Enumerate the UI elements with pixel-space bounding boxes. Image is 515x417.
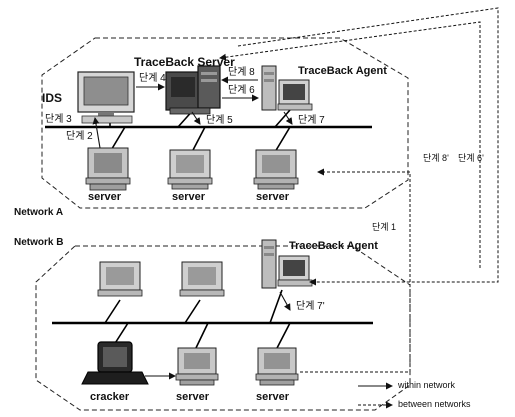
traceback-agent-b-icon: [261, 239, 313, 289]
traceback-agent-a-icon: [261, 65, 313, 111]
traceback-server-label: TraceBack Server: [134, 55, 235, 69]
legend-within-label: within network: [398, 380, 456, 390]
step2-label: 단계 2: [66, 131, 93, 142]
step1-label: 단계 1: [372, 222, 397, 232]
network-b-boundary: [35, 245, 411, 411]
bus-drop: [274, 109, 291, 128]
network-a-label: Network A: [14, 207, 64, 218]
arrow-step7: [283, 111, 293, 125]
server-a3-label: server: [256, 191, 290, 203]
step7-label: 단계 7: [298, 115, 325, 126]
step6-label: 단계 6: [228, 85, 255, 96]
bus-drop: [184, 299, 201, 324]
step6p-label: 단계 6': [458, 153, 484, 163]
dashed-path-step8p: [219, 21, 481, 268]
ids-label: IDS: [42, 91, 63, 105]
arrow-step2: [92, 117, 101, 149]
bus-drop: [104, 299, 121, 324]
step8p-label: 단계 8': [423, 153, 449, 163]
traceback-server-icon: [165, 65, 221, 115]
server-a2-icon: [167, 149, 213, 190]
arrow-step7p: [279, 291, 291, 311]
step4-label: 단계 4: [139, 73, 166, 84]
step5-label: 단계 5: [206, 115, 233, 126]
server-a1-label: server: [88, 191, 122, 203]
step7p-label: 단계 7': [296, 301, 325, 312]
bus-drop: [275, 322, 291, 351]
dashed-path-step6p: [237, 7, 499, 286]
server-b2-icon: [255, 347, 299, 386]
bus-drop: [269, 289, 283, 324]
bus-drop: [194, 322, 209, 351]
cracker-laptop-icon: [81, 341, 149, 385]
server-b1-label: server: [176, 391, 210, 403]
step3-label: 단계 3: [45, 114, 72, 125]
arrow-step5: [191, 111, 201, 125]
host-b2-icon: [179, 261, 225, 297]
network-b-label: Network B: [14, 237, 64, 248]
server-a2-label: server: [172, 191, 206, 203]
host-b1-icon: [97, 261, 143, 297]
traceback-agent-a-label: TraceBack Agent: [298, 65, 387, 77]
server-a1-icon: [85, 147, 131, 191]
bus-drop: [274, 126, 291, 153]
ids-computer-icon: [77, 71, 135, 124]
bus-drop: [191, 126, 206, 153]
traceback-agent-b-label: TraceBack Agent: [289, 240, 378, 252]
server-b1-icon: [175, 347, 219, 386]
legend-between-label: between networks: [398, 399, 471, 409]
server-b2-label: server: [256, 391, 290, 403]
step8-label: 단계 8: [228, 67, 255, 78]
cracker-label: cracker: [90, 391, 130, 403]
server-a3-icon: [253, 149, 299, 190]
dashed-path-step1: [300, 168, 411, 373]
